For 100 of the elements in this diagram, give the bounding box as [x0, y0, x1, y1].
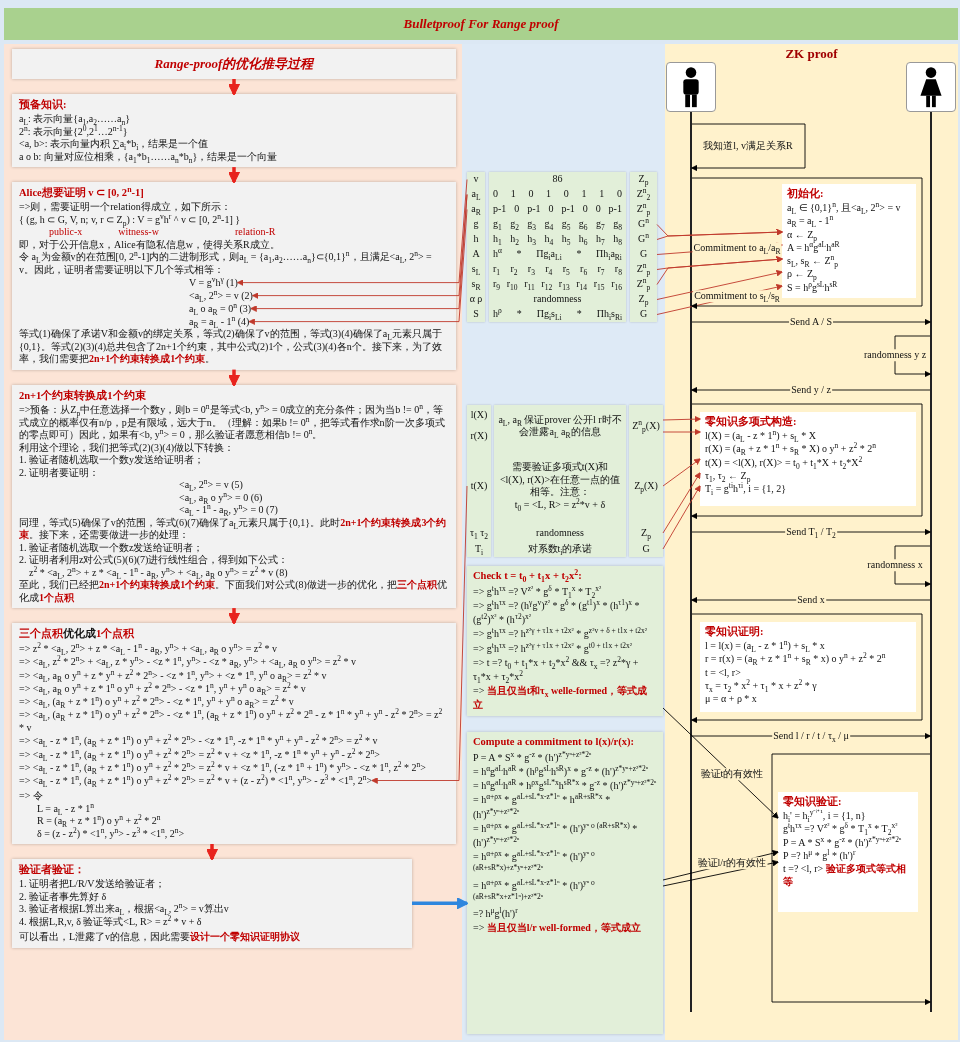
- paragraph: => <a$_{L}$ - z * 1$^{n}$, (a$_{R}$ + z * 1$^{n}$) o y$^{n}$ + z$^{2}$ * 2$^{n}$> = z$^{2}$ * v + (z - z$^{2}$) * <1$^{n}$, y$^{n}$> - z$^{3}$ * <1$^{n}$, 2$^{n}$>: [19, 774, 373, 787]
- table-cell-text: 对系数t$_{i}$的承诺: [526, 541, 594, 557]
- man-icon: [666, 62, 716, 112]
- table-cell-text: g$_{1}$ g$_{2}$ g$_{3}$ g$_{4}$ g$_{5}$ g$_{6}$ g$_{7}$ g$_{8}$: [492, 217, 623, 232]
- paragraph: 至此，我们已经把2n+1个约束转换成1个约束。下面我们对公式(8)做进一步的优化，把三个点积优化成1个点积: [19, 579, 448, 605]
- table-column: [630, 172, 657, 322]
- text-panel: [12, 182, 456, 370]
- paragraph: => g$^{t}$h$^{τx}$ =? h$^{z²γ + τ1x + τ2x²}$ * g$^{z²v + δ + t1x + t2x²}$: [473, 627, 649, 642]
- lifeline: [930, 112, 932, 1012]
- paragraph: 同理，等式(5)确保了v的范围，等式(6)(7)确保了a$_{L}$元素只属于{0,1}。此时2n+1个约束转换成3个约束。接下来，还需要做进一步的处理：: [19, 516, 448, 542]
- table-cell-text: p-1 0 p-1 0 p-1 0 0 p-1: [492, 202, 623, 217]
- paragraph: 4. 根据L,R,v, δ 验证等式<L, R> = z$^{2}$ * v + δ: [19, 915, 203, 929]
- heading: 三个点积优化成1个点积: [19, 627, 136, 641]
- panel: [665, 44, 958, 1040]
- heading: Range-proof的优化推导过程: [154, 55, 314, 73]
- paragraph: 2$^{n}$: 表示向量{2$^{0}$,2$^{1}$…2$^{n-1}$}: [19, 125, 128, 138]
- edge-label: randomness y z: [862, 349, 928, 361]
- paragraph: => g$^{t}$h$^{τx}$ =? h$^{z²γ + τ1x + τ2x²}$ * g$^{t0 + t1x + t2x²}$: [473, 641, 634, 656]
- paragraph: s$_{R}$: [471, 278, 481, 291]
- paragraph: T$_{i}$ = g$^{ti}$h$^{τi}$, i = {1, 2}: [705, 482, 788, 496]
- table-cell-text: 86: [551, 172, 564, 187]
- edge-label: randomness x: [866, 559, 924, 571]
- paragraph: S: [473, 308, 479, 321]
- equation-line: δ = (z - z$^{2}$) * <1$^{n}$, y$^{n}$> - z$^{3}$ * <1$^{n}$, 2$^{n}$>: [37, 827, 186, 840]
- equation-line: => <a$_{L}$ - z * 1$^{n}$, (a$_{R}$ + z * 1$^{n}$) o y$^{n}$ + z$^{2}$ * 2$^{n}$> = z$^{2}$ * v + <z * 1$^{n}$, -z * 1$^{n}$ * y$^{n}$ + y$^{n}$ - z$^{2}$ * 2$^{n}$>: [19, 747, 381, 761]
- heading: Compute a commitment to l(x)/r(x):: [473, 735, 635, 749]
- lifeline: [690, 112, 692, 1012]
- heading: 零知识验证:: [783, 795, 843, 809]
- edge-label: 验证l/r的有效性: [696, 857, 768, 869]
- paragraph: t =? <l, r> 验证多项式等式相等: [783, 862, 907, 889]
- heading: 零知识证明:: [705, 625, 765, 639]
- table-column: [629, 405, 663, 557]
- equation-line: => <a$_{L}$ - z * 1$^{n}$, (a$_{R}$ + z * 1$^{n}$) o y$^{n}$ + z$^{2}$ * 2$^{n}$> - <z * 1$^{n}$, -z * 1$^{n}$ * y$^{n}$ + y$^{n}$ - z$^{2}$ * 2$^{n}$> = z$^{2}$ * v: [19, 734, 379, 748]
- equation-line: <a$_{L}$, 2$^{n}$> = v (5): [179, 479, 244, 492]
- paragraph: r(X): [470, 430, 488, 443]
- paragraph: τ$_{1}$, τ$_{2}$ ← Z$_{p}$: [705, 468, 752, 483]
- equation-line: <a$_{L}$, a$_{R}$ o y$^{n}$> = 0 (6): [179, 491, 264, 505]
- equation-line: => <a$_{L}$, (a$_{R}$ + z * 1$^{n}$) o y$^{n}$ + z$^{2}$ * 2$^{n}$> - <z * 1$^{n}$, (a$_{R}$ + z * 1$^{n}$) o y$^{n}$ + z$^{2}$ * 2$^{n}$ - z * 1$^{n}$ * y$^{n}$ + y$^{n}$ - z$^{2}$ * 2$^{n}$> = z$^{2}$ * v: [19, 708, 444, 734]
- paragraph: 1. 验证者随机选取一个数y发送给证明者；: [19, 454, 205, 467]
- paragraph: { (g, h ⊂ G, V, n; v, r ⊂ Z$_{p}$) : V = g$^{v}$h$^{r}$ ^ v ⊂ [0, 2$^{n}$-1] }: [19, 213, 241, 227]
- label: witness-w: [118, 226, 159, 239]
- label: public-x: [49, 226, 83, 239]
- paragraph: V = g$^{v}$h$^{γ}$ (1): [189, 276, 238, 290]
- paragraph: a$_{R}$ = a$_{L}$ - 1$^{n}$: [787, 214, 835, 228]
- paragraph: Z$_{p}$: [641, 526, 651, 540]
- paragraph: =? h$^{μ}$g$^{l}$(h')$^{r}$: [473, 906, 519, 921]
- paragraph: 2. 证明者利用z对公式(5)(6)(7)进行线性组合，得到如下公式：: [19, 554, 290, 566]
- heading: Check t = t$_{0}$ + t$_{1}$x + t$_{2}$x$^{2}$:: [473, 569, 583, 584]
- paragraph: 可以看出，L泄露了v的信息，因此需要设计一个零知识证明协议: [19, 931, 302, 944]
- heading-box: [12, 49, 456, 79]
- paragraph: 即，对于公开信息x，Alice有隐私信息w，使得关系R成立。: [19, 238, 281, 251]
- paragraph: 利用这个理论，我们把等式(2)(3)(4)做以下转换：: [19, 441, 235, 454]
- down-arrow: [227, 167, 241, 184]
- paragraph: a o b: 向量对应位相乘，{a$_{1}$*b$_{1}$……a$_{n}$*b$_{n}$}，结果是一个向量: [19, 150, 279, 164]
- heading: 预备知识:: [19, 98, 68, 112]
- edge-label: 我知道l, v满足关系R: [702, 140, 794, 152]
- paragraph: => 令: [19, 790, 44, 803]
- formula-panel: [467, 566, 663, 716]
- paragraph: P =? h$^{μ}$ * g$^{l}$ * (h')$^{r}$: [783, 848, 856, 863]
- paragraph: t(X): [470, 479, 488, 493]
- table-cell-text: r$_{1}$ r$_{2}$ r$_{3}$ r$_{4}$ r$_{5}$ r$_{6}$ r$_{7}$ r$_{8}$: [492, 262, 623, 277]
- text-panel: [12, 859, 412, 948]
- note-box: [700, 412, 916, 506]
- heading: Alice想要证明 v ⊂ [0, 2$^{n}$-1]: [19, 186, 145, 200]
- edge-label: Send y / z: [790, 384, 832, 396]
- paragraph: r = r(x) = (a$_{R}$ + z * 1$^{n}$ + s$_{R}$ * x) o y$^{n}$ + z$^{2}$ * 2$^{n}$: [705, 652, 887, 666]
- paragraph: r(X) = (a$_{R}$ + z * 1$^{n}$ + s$_{R}$ * X) o y$^{n}$ + z$^{2}$ * 2$^{n}$: [705, 442, 877, 456]
- paragraph: Z$_{p}$: [638, 293, 649, 306]
- paragraph: h: [473, 233, 479, 246]
- paragraph: t = <l, r>: [705, 665, 742, 679]
- paragraph: a$_{L}$: 表示向量{a$_{1}$,a$_{2}$……a$_{n}$}: [19, 113, 132, 126]
- note-box: [782, 184, 916, 298]
- paragraph: 1. 证明者把L/R/V发送给验证者；: [19, 878, 166, 891]
- paragraph: =>则，需要证明一个relation得成立，如下所示：: [19, 201, 232, 214]
- paragraph: t(X) = <l(X), r(X)> = t$_{0}$ + t$_{1}$*X + t$_{2}$*X$^{2}$: [705, 455, 864, 469]
- title-banner: Bulletproof For Range proof: [4, 8, 958, 40]
- note-box: [778, 792, 918, 912]
- note-box: [700, 622, 916, 712]
- table-column: [494, 405, 626, 557]
- table-cell-text: a$_{L}$, a$_{R}$ 保证prover 公开l r时不会泄露a$_{L}$ a$_{R}$的信息: [497, 412, 623, 442]
- paragraph: A: [472, 248, 480, 261]
- paragraph: l(X) = (a$_{L}$ - z * 1$^{n}$) + s$_{L}$ * X: [705, 428, 817, 443]
- edge-label: Commitment to a$_{L}$/a$_{R}$: [692, 242, 782, 255]
- paragraph: l(X): [470, 409, 488, 422]
- table-cell-text: 需要验证多项式t(X)和<l(X), r(X)>在任意一点的值相等。注意：t$_{0}$ = <L, R> = z$^{2}$*v + δ: [498, 460, 622, 515]
- edge-label: Send l / r / t / τ$_{x}$ / μ: [772, 730, 850, 742]
- edge-label: Commitment to s$_{L}$/s$_{R}$: [693, 290, 781, 302]
- heading: 初始化:: [787, 187, 825, 201]
- equation-line: => <a$_{L}$, a$_{R}$ o y$^{n}$ + z * 1$^{n}$ o y$^{n}$ + z$^{2}$ * 2$^{n}$> - <z * 1$^{n}$, y$^{n}$ + y$^{n}$ o a$_{R}$> = z$^{2}$ * v: [19, 681, 307, 695]
- paragraph: = h$^{α}$g$^{aL}$h$^{aR}$ * (h$^{ρ}$g$^{sL}$h$^{sR}$)$^{x}$ * g$^{-z}$ * (h')$^{z*yⁿ+z²*2ⁿ}$: [473, 765, 650, 779]
- paragraph: Z$^{n}$$_{p}$(X): [632, 419, 660, 433]
- heading: 零知识多项式构造:: [705, 415, 798, 429]
- paragraph: G: [639, 248, 648, 261]
- down-arrow: [227, 79, 241, 96]
- equation-line: => <a$_{L}$, z$^{2}$ * 2$^{n}$> + <a$_{L}$, z * y$^{n}$> - <z * 1$^{n}$, y$^{n}$> - <z * a$_{R}$, y$^{n}$> + <a$_{L}$, a$_{R}$ o y$^{n}$> = z$^{2}$ * v: [19, 655, 358, 669]
- paragraph: 1. 验证者随机选取一个数z发送给证明者；: [19, 541, 205, 554]
- paragraph: v: [473, 173, 479, 186]
- down-arrow: [227, 608, 241, 625]
- table-column: [467, 172, 485, 322]
- text-panel: [12, 385, 456, 609]
